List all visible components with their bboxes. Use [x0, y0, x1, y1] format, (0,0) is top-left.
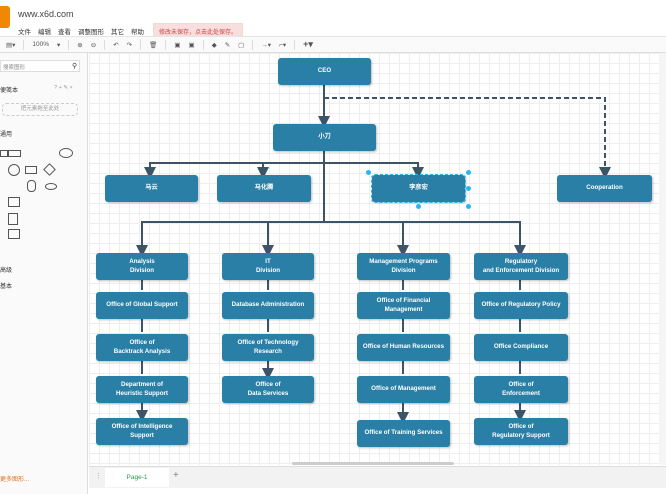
drop-area[interactable]: 把元素拖至此处 [2, 103, 78, 116]
menu-edit[interactable]: 编辑 [38, 29, 51, 36]
app-title: www.x6d.com [18, 9, 74, 19]
node-office[interactable]: Office of Backtrack Analysis [96, 334, 188, 361]
node-office[interactable]: Office of Management [357, 376, 450, 403]
resize-handle[interactable] [366, 170, 371, 175]
node-office[interactable]: Office of Human Resources [357, 334, 450, 361]
page-tab-bar [89, 466, 666, 488]
node-office[interactable]: Office of Global Support [96, 292, 188, 319]
fill-color-icon[interactable]: ◆ [211, 41, 217, 49]
node-office[interactable]: Office of Data Services [222, 376, 314, 403]
node-office[interactable]: Database Administration [222, 292, 314, 319]
scratchpad-tools[interactable]: ? + ✎ × [54, 85, 73, 91]
menu-bar: 文件 编辑 查看 调整图形 其它 帮助 [18, 26, 144, 36]
node-office[interactable]: Office of Financial Management [357, 292, 450, 319]
menu-arrange[interactable]: 调整图形 [78, 29, 104, 36]
node-office[interactable]: Office of Intelligence Support [96, 418, 188, 445]
node-office[interactable]: Department of Heuristic Support [96, 376, 188, 403]
node-l2-selected[interactable]: 李彦宏 [371, 174, 466, 203]
connection-icon[interactable]: →▾ [261, 41, 272, 49]
menu-help[interactable]: 帮助 [131, 29, 144, 36]
delete-icon[interactable]: 🗑 [149, 41, 158, 49]
node-cooperation[interactable]: Cooperation [557, 175, 652, 202]
general-section[interactable]: 通用 [0, 132, 13, 138]
page-menu-icon[interactable]: ⋮ [95, 473, 102, 480]
node-division[interactable]: IT Division [222, 253, 314, 280]
to-front-icon[interactable]: ▣ [174, 41, 181, 49]
undo-icon[interactable]: ↶ [113, 41, 119, 49]
shape-search-input[interactable]: 搜索图形 [0, 60, 80, 72]
horizontal-scrollbar[interactable] [292, 462, 454, 465]
node-office[interactable]: Office of Regulatory Policy [474, 292, 568, 319]
menu-extras[interactable]: 其它 [111, 29, 124, 36]
node-office[interactable]: Office of Regulatory Support [474, 418, 568, 445]
scratchpad-label[interactable]: 便笺本 [0, 88, 19, 94]
resize-handle[interactable] [466, 204, 471, 209]
node-division[interactable]: Regulatory and Enforcement Division [474, 253, 568, 280]
redo-icon[interactable]: ↷ [126, 41, 133, 49]
more-shapes-link[interactable]: 更多图形... [0, 477, 30, 483]
sidebar [0, 53, 88, 494]
resize-handle[interactable] [416, 204, 421, 209]
resize-handle[interactable] [466, 170, 471, 175]
app-logo [0, 6, 10, 28]
waypoints-icon[interactable]: ⌐▾ [279, 41, 287, 49]
resize-handle[interactable] [466, 186, 471, 191]
insert-icon[interactable]: +▾ [303, 39, 313, 49]
zoom-select[interactable]: 100% [32, 41, 50, 48]
zoom-in-icon[interactable]: ⊕ [77, 41, 83, 49]
shadow-icon[interactable]: ▢ [238, 41, 245, 49]
basic-section[interactable]: 基本 [0, 284, 13, 290]
node-mid[interactable]: 小刀 [273, 124, 376, 151]
add-page-button[interactable]: + [173, 470, 179, 481]
menu-view[interactable]: 查看 [58, 29, 71, 36]
node-division[interactable]: Analysis Division [96, 253, 188, 280]
node-l2[interactable]: 马云 [105, 175, 198, 202]
node-office[interactable]: Office of Enforcement [474, 376, 568, 403]
line-color-icon[interactable]: ✎ [224, 41, 231, 49]
node-ceo[interactable]: CEO [278, 58, 371, 85]
node-office[interactable]: Office of Technology Research [222, 334, 314, 361]
page-tab[interactable]: Page-1 [105, 468, 169, 487]
node-division[interactable]: Management Programs Division [357, 253, 450, 280]
search-icon[interactable]: ⚲ [72, 63, 78, 70]
node-office[interactable]: Office of Training Services [357, 420, 450, 447]
menu-file[interactable]: 文件 [18, 29, 31, 36]
to-back-icon[interactable]: ▣ [188, 41, 195, 49]
advanced-section[interactable]: 高级 [0, 268, 13, 274]
format-panel-icon[interactable]: ▤▾ [6, 41, 16, 49]
vertical-scrollbar[interactable] [659, 53, 666, 465]
node-l2[interactable]: 马化腾 [217, 175, 311, 202]
node-office[interactable]: Office Compliance [474, 334, 568, 361]
zoom-out-icon[interactable]: ⊖ [90, 41, 97, 49]
toolbar: ▤▾ 100%▾ ⊕⊖ ↶↷ 🗑 ▣▣ ◆✎▢ →▾⌐▾ +▾ [0, 36, 666, 53]
